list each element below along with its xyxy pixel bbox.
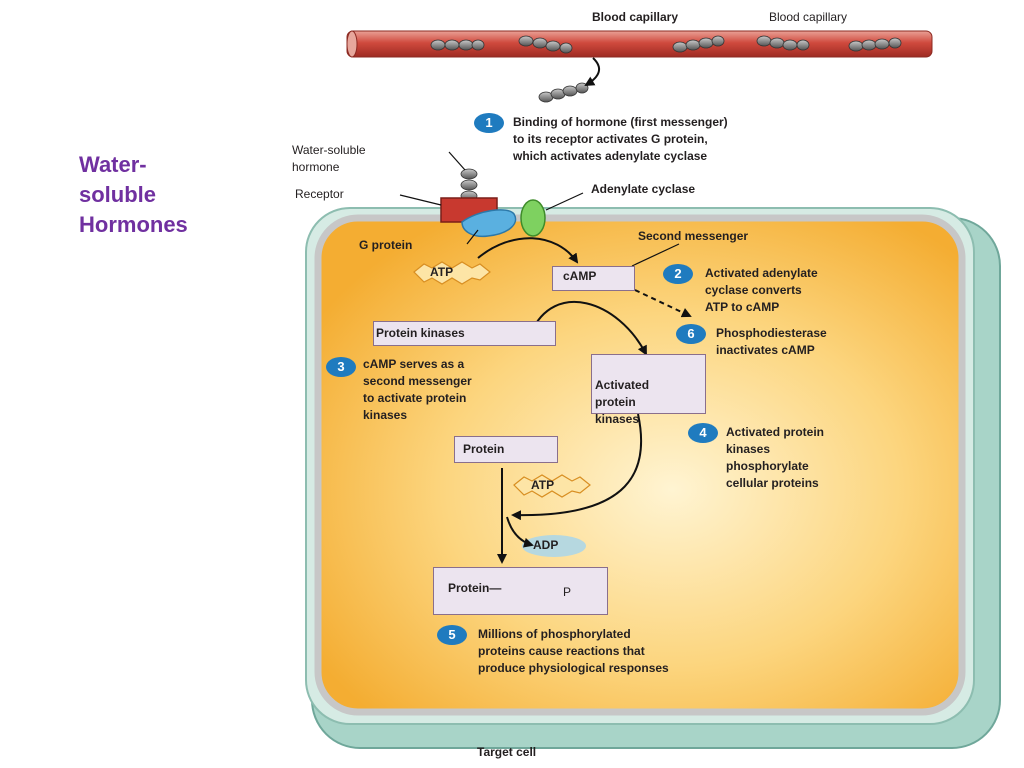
title-line-2: soluble bbox=[79, 182, 157, 207]
second-messenger-label: Second messenger bbox=[638, 229, 749, 243]
water-soluble-hormone-label: Water-soluble hormone bbox=[292, 143, 366, 174]
pathway-arrows bbox=[477, 237, 692, 564]
step-1-badge: 1 bbox=[474, 113, 504, 133]
release-arrow bbox=[584, 57, 601, 87]
step-1-text: Binding of hormone (first messenger) to … bbox=[513, 115, 728, 163]
blood-capillary-label-2: Blood capillary bbox=[769, 10, 848, 24]
target-cell-label: Target cell bbox=[477, 745, 537, 759]
step-6-text: Phosphodiesterase inactivates cAMP bbox=[716, 326, 827, 357]
atp-label-bottom: ATP bbox=[531, 478, 555, 492]
step-4-text: Activated protein kinases phosphorylate … bbox=[726, 425, 825, 490]
activated-protein-kinases-label: Activated protein kinases bbox=[595, 378, 650, 426]
g-protein-shape bbox=[461, 209, 517, 238]
protein-label: Protein bbox=[463, 442, 505, 456]
protein-kinases-box: Protein kinases bbox=[373, 321, 556, 346]
camp-box: cAMP bbox=[552, 266, 635, 291]
atp-label-top: ATP bbox=[430, 265, 454, 279]
step-3-text: cAMP serves as a second messenger to act… bbox=[363, 357, 472, 422]
step-5-badge: 5 bbox=[437, 625, 467, 645]
atp-starburst-bottom bbox=[513, 474, 591, 498]
receptor-label: Receptor bbox=[295, 187, 344, 201]
adenylate-cyclase-shape bbox=[520, 199, 546, 237]
step-2-badge: 2 bbox=[663, 264, 693, 284]
phosphate-label: P bbox=[563, 585, 572, 599]
protein-p-label: Protein— bbox=[448, 581, 502, 595]
protein-kinases-label: Protein kinases bbox=[376, 326, 465, 340]
page-title: Water- soluble Hormones bbox=[79, 150, 188, 240]
step-5-text: Millions of phosphorylated proteins caus… bbox=[478, 627, 669, 675]
protein-box: Protein bbox=[454, 436, 558, 463]
step-4-badge: 4 bbox=[688, 423, 718, 443]
phosphorylated-protein-box: Protein— bbox=[433, 567, 608, 615]
g-protein-label: G protein bbox=[359, 238, 413, 252]
title-line-1: Water- bbox=[79, 152, 147, 177]
camp-label: cAMP bbox=[563, 269, 597, 283]
activated-protein-kinases-box: Activated protein kinases bbox=[591, 354, 706, 426]
adp-label: ADP bbox=[533, 538, 559, 552]
adp-shape bbox=[522, 535, 586, 557]
step-6-badge: 6 bbox=[676, 324, 706, 344]
step-2-text: Activated adenylate cyclase converts ATP… bbox=[705, 266, 818, 314]
title-line-3: Hormones bbox=[79, 212, 188, 237]
adenylate-cyclase-label: Adenylate cyclase bbox=[591, 182, 696, 196]
blood-capillary bbox=[346, 30, 933, 58]
leader-lines bbox=[399, 151, 680, 267]
blood-capillary-label-1: Blood capillary bbox=[592, 10, 679, 24]
hormone-molecules bbox=[430, 35, 902, 202]
step-3-badge: 3 bbox=[326, 357, 356, 377]
atp-starburst-top bbox=[413, 261, 491, 285]
